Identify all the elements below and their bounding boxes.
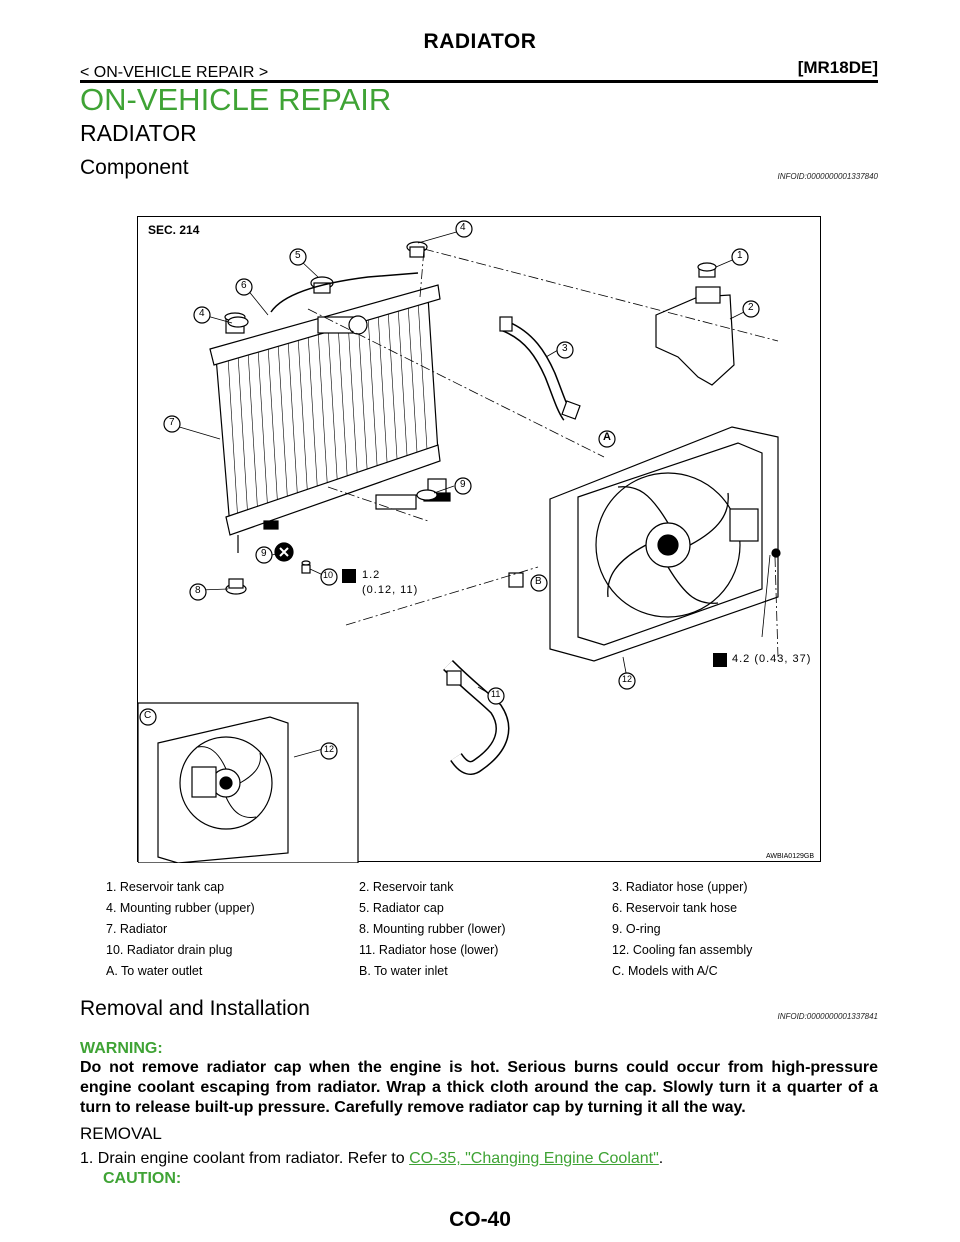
callout-9-right: 9 (460, 479, 466, 490)
callout-11: 11 (491, 689, 501, 699)
subsection-title: RADIATOR (80, 120, 197, 146)
callout-4-left: 4 (199, 308, 205, 319)
step-1-text: 1. Drain engine coolant from radiator. R… (80, 1150, 410, 1167)
legend-cell: 3. Radiator hose (upper) (612, 880, 748, 894)
legend-cell: 10. Radiator drain plug (106, 943, 233, 957)
callout-9-left: 9 (261, 548, 267, 559)
legend-cell: 8. Mounting rubber (lower) (359, 922, 506, 936)
callout-1: 1 (737, 250, 743, 261)
callout-8: 8 (195, 585, 201, 596)
component-infoid: INFOID:0000000001337840 (777, 172, 878, 181)
engine-code: [MR18DE] (797, 58, 878, 77)
legend-cell: 7. Radiator (106, 922, 168, 936)
callout-A: A (603, 431, 611, 443)
page-header-title: RADIATOR (423, 30, 537, 53)
legend-cell: C. Models with A/C (612, 964, 718, 978)
torque-1-value: 1.2 (362, 569, 381, 581)
cooling-fan-illustration (549, 426, 781, 662)
legend-cell: B. To water inlet (359, 964, 448, 978)
legend-cell: 6. Reservoir tank hose (612, 901, 738, 915)
page-number: CO-40 (449, 1208, 511, 1231)
radiator-illustration (209, 284, 451, 553)
removal-infoid: INFOID:0000000001337841 (777, 1012, 878, 1021)
legend-cell: 12. Cooling fan assembly (612, 943, 753, 957)
caution-label: CAUTION: (103, 1170, 182, 1187)
callout-10: 10 (323, 570, 334, 580)
callout-3: 3 (562, 343, 568, 354)
legend-row: 1. Reservoir tank cap 2. Reservoir tank … (106, 880, 846, 901)
removal-heading: REMOVAL (80, 1124, 162, 1143)
figure-code: AWBIA0129GB (766, 853, 814, 860)
callout-6: 6 (241, 280, 247, 291)
callout-B: B (535, 576, 542, 587)
callout-circles (139, 220, 760, 760)
callout-4-top: 4 (460, 222, 466, 233)
legend-cell: 5. Radiator cap (359, 901, 444, 915)
torque-icon-2 (713, 653, 727, 667)
sec-label: SEC. 214 (148, 223, 200, 237)
callout-2: 2 (748, 302, 754, 313)
torque-1-units: (0.12, 11) (362, 584, 419, 596)
inset-fan-illustration (157, 716, 289, 863)
legend-cell: 11. Radiator hose (lower) (359, 943, 499, 957)
legend-row: 7. Radiator 8. Mounting rubber (lower) 9… (106, 922, 846, 943)
warning-text: Do not remove radiator cap when the engi… (80, 1059, 878, 1116)
callout-7: 7 (169, 417, 175, 428)
callout-5: 5 (295, 250, 301, 261)
component-heading: Component (80, 156, 189, 179)
header-rule (80, 80, 878, 83)
step-1-end: . (658, 1150, 664, 1167)
callout-C: C (144, 710, 152, 721)
torque-icon (342, 569, 356, 583)
callout-12-main: 12 (622, 674, 633, 684)
legend-cell: A. To water outlet (106, 964, 203, 978)
warning-label: WARNING: (80, 1040, 163, 1057)
breadcrumb: < ON-VEHICLE REPAIR > (80, 64, 269, 81)
step-1: 1. Drain engine coolant from radiator. R… (80, 1150, 663, 1168)
legend-table: 1. Reservoir tank cap 2. Reservoir tank … (106, 880, 846, 985)
legend-row: A. To water outlet B. To water inlet C. … (106, 964, 846, 985)
diagram-drawing (138, 220, 781, 863)
legend-row: 4. Mounting rubber (upper) 5. Radiator c… (106, 901, 846, 922)
radiator-exploded-diagram: SEC. 214 4 1 2 3 5 6 4 7 9 9 10 8 11 12 … (137, 216, 821, 863)
section-title: ON-VEHICLE REPAIR (80, 82, 392, 117)
legend-cell: 2. Reservoir tank (359, 880, 454, 894)
callout-12-inset: 12 (324, 744, 335, 754)
legend-row: 10. Radiator drain plug 11. Radiator hos… (106, 943, 846, 964)
legend-cell: 1. Reservoir tank cap (106, 880, 225, 894)
legend-cell: 4. Mounting rubber (upper) (106, 901, 255, 915)
torque-2-spec: 4.2 (0.43, 37) (732, 653, 812, 665)
legend-cell: 9. O-ring (612, 922, 661, 936)
changing-coolant-link[interactable]: CO-35, "Changing Engine Coolant" (409, 1150, 659, 1167)
removal-installation-heading: Removal and Installation (80, 997, 310, 1020)
